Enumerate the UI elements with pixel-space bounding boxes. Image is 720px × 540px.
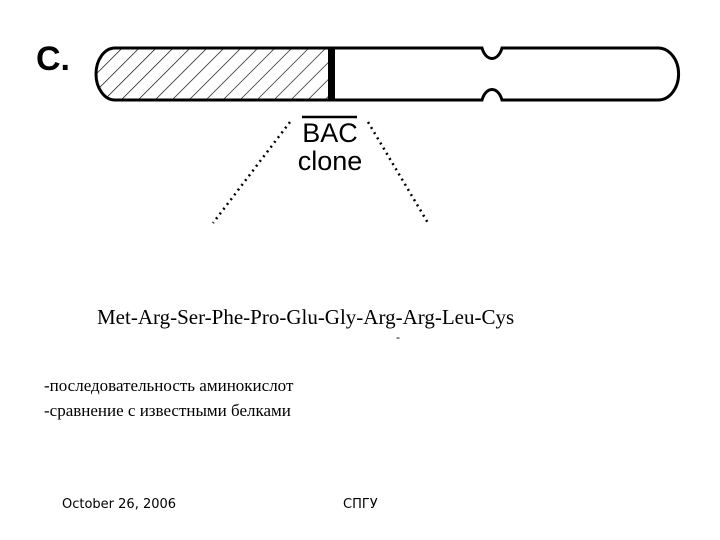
dotted-line-left [212, 121, 291, 224]
notes-list: -последовательность аминокислот -сравнен… [44, 373, 293, 423]
hatched-region [96, 48, 332, 100]
footer-date: October 26, 2006 [62, 497, 177, 512]
bac-label-line1: BAC [302, 118, 358, 148]
sequence-tick: - [396, 330, 400, 344]
note-item: -сравнение с известными белками [44, 401, 291, 420]
bac-marker [328, 48, 335, 100]
amino-acid-sequence: Met-Arg-Ser-Phe-Pro-Glu-Gly-Arg-Arg-Leu-… [97, 305, 515, 329]
chromosome-outline [94, 46, 681, 102]
dotted-line-right [366, 121, 430, 224]
panel-label: C. [36, 40, 70, 78]
note-item: -последовательность аминокислот [44, 376, 294, 395]
bac-label-line2: clone [297, 146, 363, 176]
footer-org: СПГУ [343, 497, 378, 512]
bac-clone-label: BAC clone [280, 119, 380, 175]
